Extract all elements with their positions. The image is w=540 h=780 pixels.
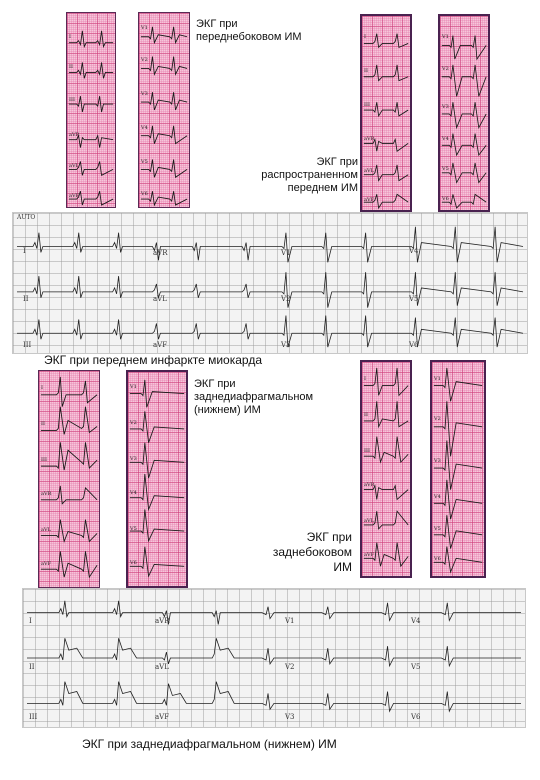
- ecg-trace-chest-inferior: [129, 379, 185, 578]
- lead-label: V6: [141, 191, 148, 197]
- ecg-trace-limb-posterolateral: [363, 367, 409, 568]
- lead-label: II: [29, 663, 35, 671]
- lead-label: aVF: [41, 561, 52, 567]
- caption-anterior-mi: ЭКГ при переднем инфаркте миокарда: [44, 353, 262, 367]
- lead-label: V5: [411, 663, 421, 671]
- lead-label: aVR: [155, 617, 170, 625]
- lead-label: V6: [409, 341, 419, 349]
- ecg-strip-chest-leads-inferior: V1 V2 V3 V4 V5 V6: [126, 370, 188, 588]
- ecg-strip-chest-leads-anterolateral: V1 V2 V3 V4 V5 V6: [138, 12, 190, 208]
- lead-label: V5: [141, 159, 148, 165]
- ecg-trace-limb-extensive-anterior: [363, 33, 409, 210]
- ecg-strip-limb-leads-extensive-anterior: I II III aVR aVL aVF: [360, 14, 412, 212]
- lead-label: aVR: [364, 482, 375, 488]
- lead-label: aVF: [155, 713, 170, 721]
- lead-label: V5: [409, 295, 419, 303]
- ecg-strip-limb-leads-inferior: I II III aVR aVL aVF: [38, 370, 100, 588]
- lead-label: I: [23, 247, 26, 255]
- lead-label: V2: [281, 295, 291, 303]
- lead-label: aVL: [364, 518, 374, 524]
- lead-label: III: [29, 713, 38, 721]
- lead-label: V1: [434, 376, 441, 382]
- lead-label: V6: [130, 560, 137, 566]
- lead-label: V2: [434, 416, 441, 422]
- lead-label: V1: [141, 25, 148, 31]
- lead-label: I: [41, 385, 43, 391]
- ecg-trace-limb-anterolateral: [68, 30, 114, 206]
- lead-label: V2: [141, 57, 148, 63]
- ecg-trace-chest-anterolateral: [140, 26, 188, 207]
- lead-label: II: [364, 68, 368, 74]
- lead-label: aVL: [41, 527, 51, 533]
- lead-label: II: [41, 421, 45, 427]
- ecg-strip-limb-leads-anterolateral: I II III aVR aVL aVF: [66, 12, 116, 208]
- lead-label: V1: [130, 384, 137, 390]
- lead-label: V1: [281, 249, 291, 257]
- strip-header-label: AUTO: [17, 214, 36, 221]
- lead-label: V3: [281, 341, 291, 349]
- lead-label: aVL: [364, 168, 374, 174]
- caption-inferior-mi-bottom: ЭКГ при заднедиафрагмальном (нижнем) ИМ: [82, 737, 337, 751]
- lead-label: V3: [442, 104, 449, 110]
- lead-label: I: [29, 617, 32, 625]
- lead-label: V6: [442, 196, 449, 202]
- ecg-strip-limb-leads-posterolateral: I II III aVR aVL aVF: [360, 360, 412, 578]
- lead-label: V1: [442, 34, 449, 40]
- ecg-trace-12-lead-inferior: [26, 600, 522, 713]
- lead-label: V3: [434, 458, 441, 464]
- lead-label: V2: [285, 663, 295, 671]
- lead-label: V4: [141, 125, 148, 131]
- ecg-trace-chest-extensive-anterior: [441, 35, 487, 209]
- ecg-trace-12-lead-anterior: [16, 226, 524, 348]
- lead-label: I: [69, 34, 71, 40]
- lead-label: V4: [409, 247, 419, 255]
- lead-label: aVF: [364, 552, 375, 558]
- lead-label: aVF: [153, 341, 168, 349]
- lead-label: V4: [411, 617, 421, 625]
- caption-inferior-mi-top: ЭКГ при заднедиафрагмальном (нижнем) ИМ: [194, 378, 314, 416]
- lead-label: V3: [130, 456, 137, 462]
- lead-label: V1: [285, 617, 295, 625]
- lead-label: aVF: [364, 197, 375, 203]
- ecg-strip-chest-leads-extensive-anterior: V1 V2 V3 V4 V5 V6: [438, 14, 490, 212]
- lead-label: V2: [442, 66, 449, 72]
- lead-label: V4: [434, 494, 441, 500]
- ecg-trace-chest-posterolateral: [433, 367, 483, 574]
- lead-label: V5: [130, 526, 137, 532]
- ecg-12-lead-strip-anterior: AUTO I aVR V1 V4 II aVL V2 V5 III aVF V3…: [12, 212, 528, 354]
- lead-label: aVL: [153, 295, 167, 303]
- lead-label: aVL: [155, 663, 169, 671]
- lead-label: V5: [442, 166, 449, 172]
- lead-label: III: [364, 448, 370, 454]
- ecg-12-lead-strip-inferior: I aVR V1 V4 II aVL V2 V5 III aVF V3 V6: [22, 588, 526, 728]
- lead-label: aVR: [153, 249, 168, 257]
- lead-label: aVL: [69, 163, 79, 169]
- lead-label: II: [69, 64, 73, 70]
- lead-label: I: [364, 34, 366, 40]
- lead-label: II: [23, 295, 29, 303]
- lead-label: V3: [141, 91, 148, 97]
- lead-label: III: [364, 102, 370, 108]
- ecg-trace-limb-inferior: [40, 376, 98, 579]
- lead-label: V6: [411, 713, 421, 721]
- lead-label: III: [41, 457, 47, 463]
- lead-label: aVR: [41, 491, 52, 497]
- caption-anterolateral-mi: ЭКГ при переднебоковом ИМ: [196, 18, 302, 43]
- lead-label: V4: [130, 490, 137, 496]
- caption-extensive-anterior-mi: ЭКГ при распространенном переднем ИМ: [261, 156, 358, 194]
- lead-label: aVR: [69, 132, 80, 138]
- lead-label: aVR: [364, 136, 375, 142]
- ecg-strip-chest-leads-posterolateral: V1 V2 V3 V4 V5 V6: [430, 360, 486, 578]
- lead-label: I: [364, 376, 366, 382]
- lead-label: III: [69, 97, 75, 103]
- lead-label: V2: [130, 420, 137, 426]
- lead-label: V4: [442, 136, 449, 142]
- lead-label: II: [364, 412, 368, 418]
- lead-label: V5: [434, 526, 441, 532]
- lead-label: V6: [434, 556, 441, 562]
- caption-posterolateral-mi: ЭКГ при заднебоковом ИМ: [272, 530, 352, 574]
- lead-label: III: [23, 341, 32, 349]
- lead-label: V3: [285, 713, 295, 721]
- lead-label: aVF: [69, 193, 80, 199]
